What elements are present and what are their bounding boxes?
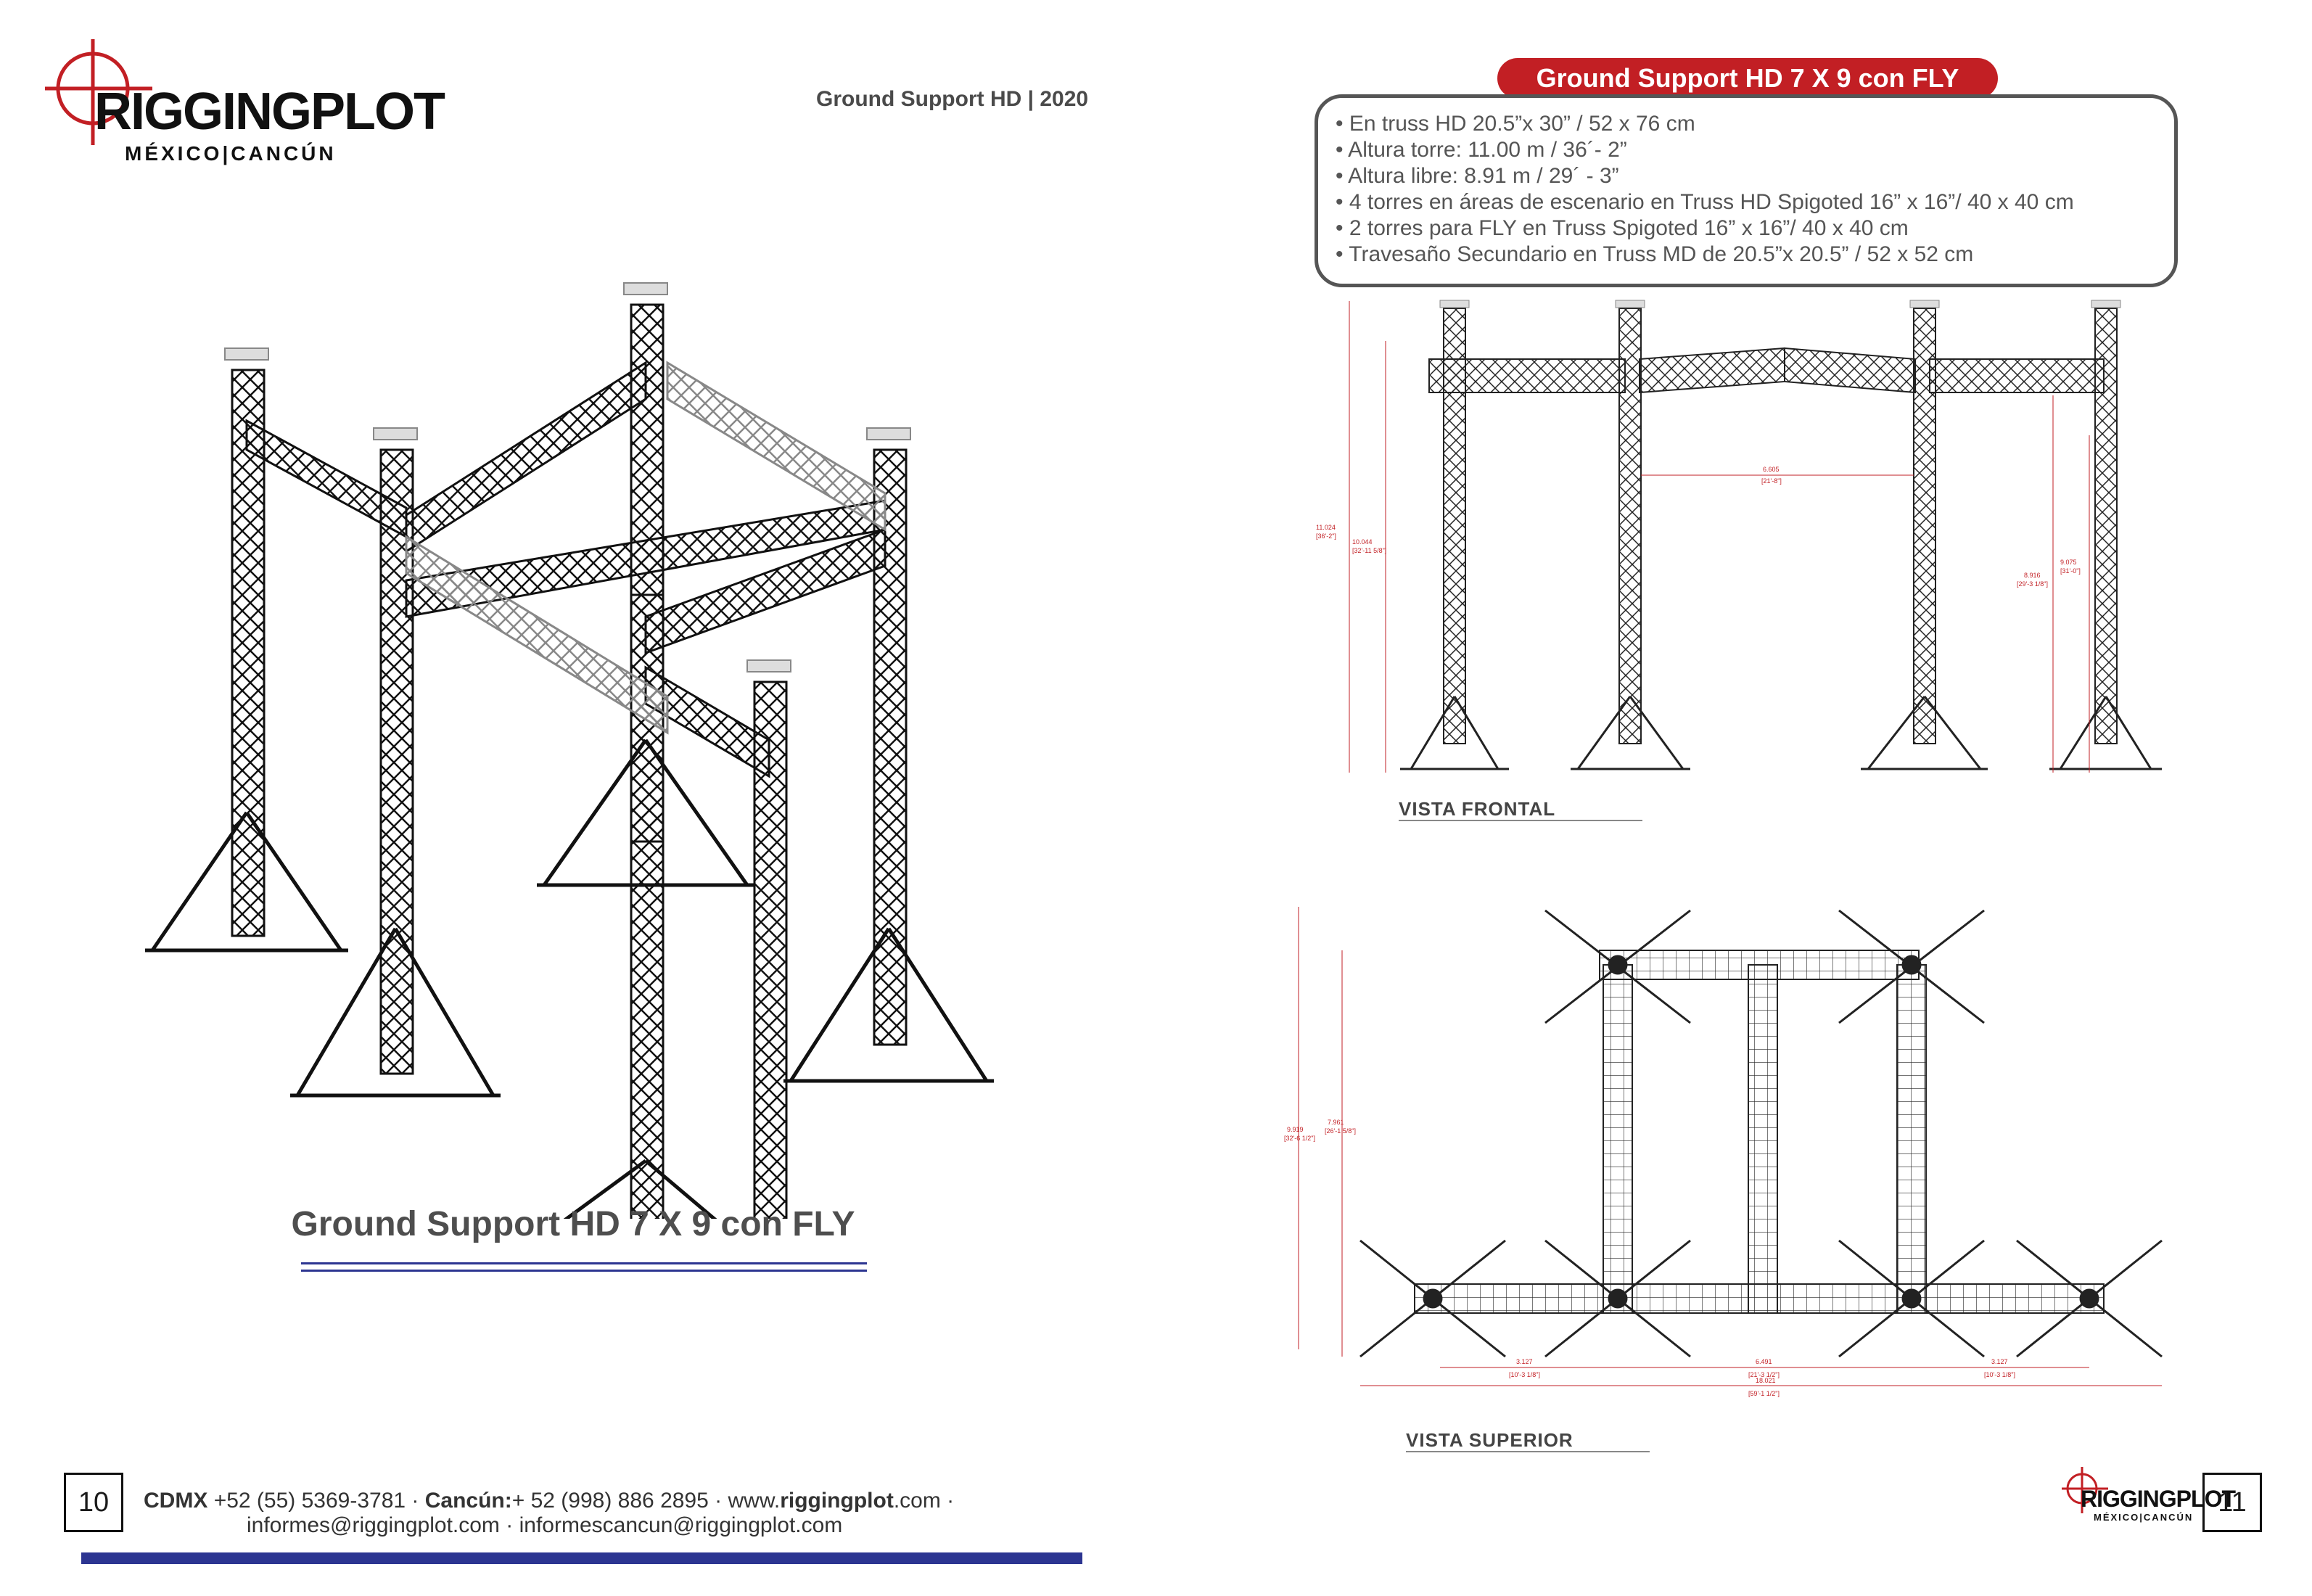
- top-view-label-rule: [1406, 1451, 1650, 1452]
- top-view-label: VISTA SUPERIOR: [1406, 1429, 1573, 1451]
- spec-item: • Altura torre: 11.00 m / 36´- 2”: [1336, 138, 1627, 162]
- spec-list: • En truss HD 20.5”x 30” / 52 x 76 cm • …: [1336, 111, 2074, 268]
- dim-depth-inner: 7.961: [1328, 1119, 1344, 1126]
- front-view-label-rule: [1399, 820, 1642, 821]
- cancun-label: Cancún:: [424, 1489, 512, 1513]
- dim-left-span: 3.127: [1516, 1358, 1533, 1365]
- dim-depth-inner-imp: [26'-1 5/8"]: [1325, 1127, 1356, 1135]
- spec-item: • En truss HD 20.5”x 30” / 52 x 76 cm: [1336, 112, 1695, 136]
- dim-center-span-imp: [21'-3 1/2"]: [1748, 1371, 1780, 1378]
- spec-item: • 2 torres para FLY en Truss Spigoted 16…: [1336, 216, 1909, 240]
- dim-right-span-imp: [10'-3 1/8"]: [1984, 1371, 2015, 1378]
- cdmx-phone[interactable]: +52 (55) 5369-3781: [213, 1489, 406, 1513]
- page-number-right: 11: [2202, 1473, 2262, 1532]
- dim-span-imp: [21'-8"]: [1761, 477, 1782, 485]
- dim-clear-height: 8.916: [2024, 572, 2041, 579]
- isometric-truss-illustration: [131, 276, 1001, 1219]
- dim-depth-outer: 9.919: [1287, 1126, 1304, 1133]
- email-informescancun[interactable]: informescancun@riggingplot.com: [519, 1513, 843, 1537]
- dim-total-span: 18.021: [1756, 1377, 1776, 1384]
- dim-clear-height-imp: [29'-3 1/8"]: [2017, 580, 2048, 588]
- logo-location: MÉXICO|CANCÚN: [2094, 1512, 2194, 1523]
- dim-left-span-imp: [10'-3 1/8"]: [1509, 1371, 1540, 1378]
- dim-total-span-imp: [59'-1 1/2"]: [1748, 1390, 1780, 1397]
- footer-contact-line-1: CDMX +52 (55) 5369-3781 · Cancún:+ 52 (9…: [144, 1489, 954, 1513]
- dim-side-height: 9.075: [2060, 559, 2077, 566]
- front-view-label: VISTA FRONTAL: [1399, 798, 1556, 820]
- brand-logo: RIGGINGPLOT MÉXICO|CANCÚN: [44, 36, 445, 165]
- web-bold: riggingplot: [780, 1489, 894, 1513]
- dim-inner-height: 10.044: [1352, 538, 1373, 546]
- footer-bar: [81, 1552, 1082, 1564]
- spec-box: • En truss HD 20.5”x 30” / 52 x 76 cm • …: [1315, 94, 2178, 287]
- page-number-left: 10: [64, 1473, 123, 1532]
- main-title: Ground Support HD 7 X 9 con FLY: [291, 1205, 855, 1243]
- logo-brand: RIGGINGPLOT: [94, 83, 445, 141]
- dim-inner-height-imp: [32'-11 5/8"]: [1352, 547, 1386, 554]
- front-view-drawing: 11.024 [36'-2"] 10.044 [32'-11 5/8"] 6.6…: [1316, 290, 2205, 783]
- spec-item: • Travesaño Secundario en Truss MD de 20…: [1336, 242, 1974, 266]
- crosshair-icon: [44, 36, 160, 152]
- web-suffix: .com: [893, 1489, 941, 1513]
- dim-overall-height-imp: [36'-2"]: [1316, 532, 1336, 540]
- spec-item: • Altura libre: 8.91 m / 29´ - 3”: [1336, 164, 1619, 188]
- footer-contact-line-2: informes@riggingplot.com · informescancu…: [247, 1513, 842, 1538]
- dim-overall-height: 11.024: [1316, 524, 1336, 531]
- page-header: Ground Support HD | 2020: [816, 87, 1089, 111]
- dim-right-span: 3.127: [1991, 1358, 2008, 1365]
- dim-span: 6.605: [1763, 466, 1780, 473]
- website-link[interactable]: www.riggingplot.com: [728, 1489, 941, 1513]
- brand-logo-small: RIGGINGPLOT MÉXICO|CANCÚN: [2060, 1465, 2236, 1531]
- cdmx-label: CDMX: [144, 1489, 208, 1513]
- email-informes[interactable]: informes@riggingplot.com: [247, 1513, 500, 1537]
- spec-item: • 4 torres en áreas de escenario en Trus…: [1336, 190, 2074, 214]
- separator: ·: [506, 1513, 514, 1537]
- logo-location: MÉXICO|CANCÚN: [125, 142, 337, 165]
- title-underline-2: [301, 1270, 867, 1272]
- dim-depth-outer-imp: [32'-6 1/2"]: [1284, 1135, 1315, 1142]
- separator: ·: [947, 1489, 955, 1513]
- top-view-drawing: 9.919 [32'-6 1/2"] 7.961 [26'-1 5/8"] 3.…: [1284, 892, 2184, 1397]
- logo-brand: RIGGINGPLOT: [2081, 1486, 2236, 1512]
- separator: ·: [715, 1489, 723, 1513]
- dim-center-span: 6.491: [1756, 1358, 1772, 1365]
- crosshair-icon: [2060, 1465, 2111, 1516]
- title-underline: [301, 1262, 867, 1264]
- right-page-title: Ground Support HD 7 X 9 con FLY: [1497, 58, 1998, 99]
- cancun-phone[interactable]: + 52 (998) 886 2895: [511, 1489, 709, 1513]
- dim-side-height-imp: [31'-0"]: [2060, 567, 2081, 575]
- separator: ·: [411, 1489, 419, 1513]
- web-prefix: www.: [728, 1489, 781, 1513]
